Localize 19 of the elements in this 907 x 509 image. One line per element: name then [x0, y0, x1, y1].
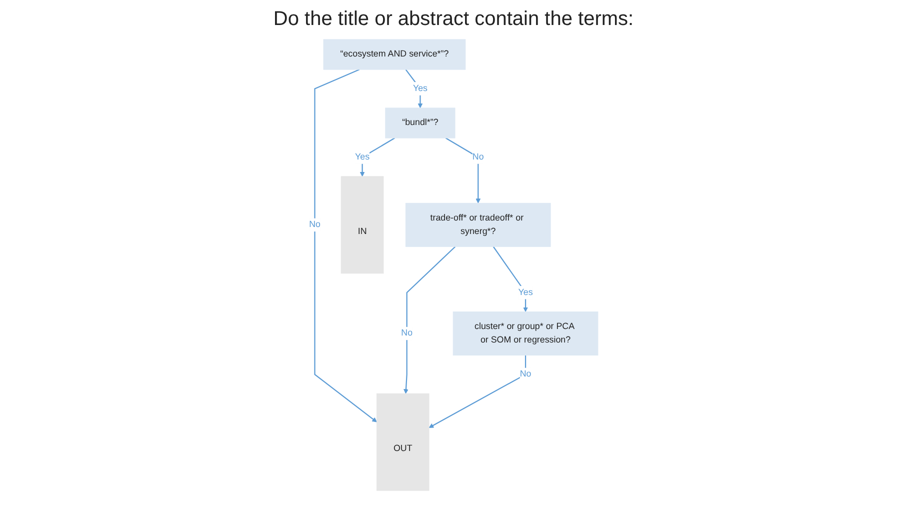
node-box: cluster* or group* or PCA or SOM or regression?: [452, 312, 598, 356]
edge-label: No: [472, 152, 484, 162]
edge-label: No: [520, 369, 532, 379]
edge-label: No: [309, 220, 320, 230]
diagram-title: Do the title or abstract contain the terms:: [272, 8, 635, 31]
arrow: [492, 246, 528, 312]
edge-label: Yes: [518, 288, 533, 298]
node-box: trade-off* or tradeoff* or synerg*?: [405, 202, 551, 247]
node-box: OUT: [376, 393, 430, 491]
arrow: [428, 355, 526, 428]
edge-label: Yes: [355, 152, 370, 162]
edge-label: Yes: [412, 84, 428, 94]
node-box: “bundl*”?: [385, 108, 456, 138]
arrow: [314, 69, 377, 422]
node-box: IN: [340, 176, 384, 274]
node-box: “ecosystem AND service*”?: [323, 39, 466, 70]
edge-label: No: [401, 328, 413, 338]
arrow: [404, 246, 456, 394]
arrow: [445, 138, 481, 204]
